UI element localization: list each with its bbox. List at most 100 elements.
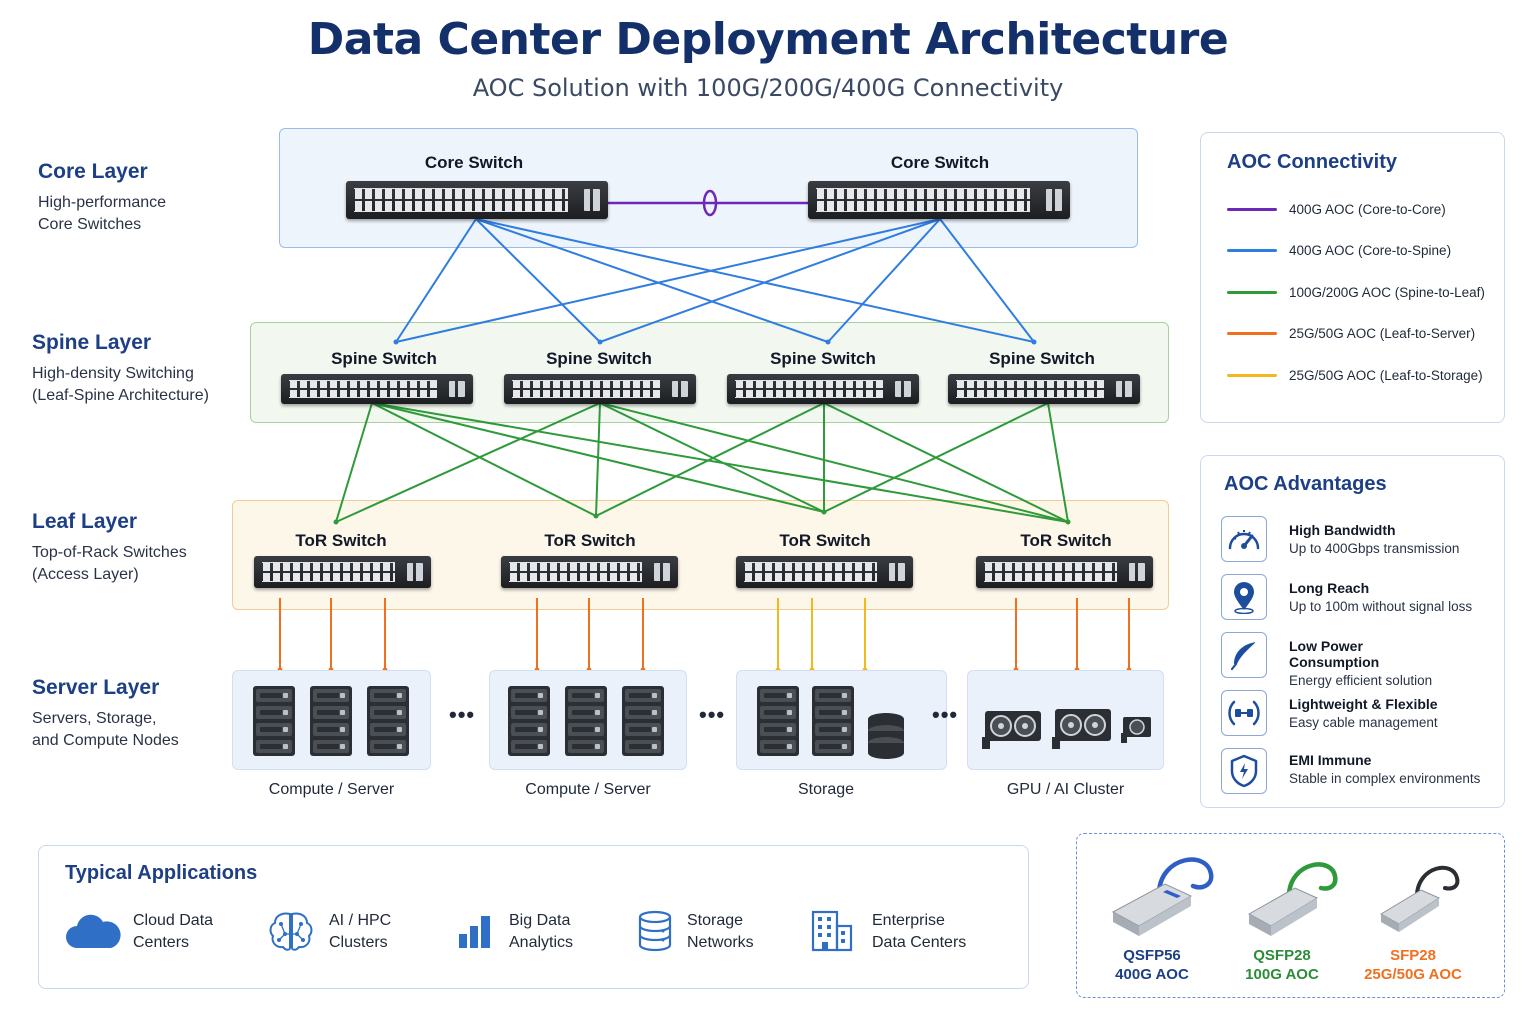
brain-icon [269, 912, 313, 951]
page-subtitle: AOC Solution with 100G/200G/400G Connect… [472, 74, 1064, 102]
application-label: Storage Networks [687, 912, 754, 951]
legend-label: 100G/200G AOC (Spine-to-Leaf) [1289, 285, 1485, 300]
advantage-desc: Stable in complex environments [1289, 771, 1481, 786]
server-layer-title: Server Layer [32, 676, 160, 699]
spine-layer-desc: High-density Switching (Leaf-Spine Archi… [32, 365, 209, 404]
advantage-title: EMI Immune [1289, 752, 1372, 768]
leaf-layer-title: Leaf Layer [32, 510, 138, 533]
spine-switch-label-4: Spine Switch [989, 349, 1095, 368]
application-item: Cloud Data Centers [65, 910, 213, 955]
qsfp56-module-icon [1111, 857, 1214, 936]
application-label: Cloud Data Centers [133, 912, 214, 951]
cloud-icon [66, 914, 121, 948]
shield-icon [1221, 748, 1267, 794]
spine-to-leaf-links [335, 402, 1069, 523]
sfp28-label: SFP28 25G/50G AOC [1364, 947, 1462, 983]
switch-ports [816, 188, 1030, 212]
advantage-title: High Bandwidth [1289, 522, 1396, 538]
spine-switch-label-1: Spine Switch [331, 349, 437, 368]
storage-disk-icon [868, 713, 904, 759]
advantage-item: Low Power Consumption Energy efficient s… [1221, 632, 1432, 688]
leaf-to-server-links [279, 598, 1130, 670]
ellipsis-3: ••• [932, 702, 959, 727]
advantage-item: Lightweight & Flexible Easy cable manage… [1221, 690, 1438, 736]
feather-icon [1221, 632, 1267, 678]
compute-server-label-1: Compute / Server [268, 781, 395, 798]
compute-server-label-2: Compute / Server [525, 781, 651, 798]
database-icon [638, 910, 672, 952]
advantage-item: High Bandwidth Up to 400Gbps transmissio… [1221, 516, 1459, 562]
switch-ports [512, 380, 660, 398]
building-icon [811, 910, 853, 952]
application-label: Big Data Analytics [509, 912, 574, 951]
tor-switch-3[interactable] [736, 556, 913, 588]
tor-switch-label-3: ToR Switch [779, 531, 871, 550]
spine-switch-1[interactable] [281, 374, 473, 404]
legend-line-core-to-core [1227, 208, 1277, 211]
management-ports [895, 381, 911, 397]
core-switch-2[interactable] [808, 181, 1070, 219]
tor-switch-label-2: ToR Switch [544, 531, 636, 550]
spine-switch-4[interactable] [948, 374, 1140, 404]
spine-switch-3[interactable] [727, 374, 919, 404]
core-switch-1[interactable] [346, 181, 608, 219]
switch-ports [354, 188, 568, 212]
gpu-ai-cluster-group[interactable] [967, 670, 1164, 770]
advantage-desc: Easy cable management [1289, 715, 1438, 730]
advantage-title: Low Power Consumption [1289, 638, 1380, 670]
advantage-desc: Energy efficient solution [1289, 673, 1433, 688]
aoc-advantages-panel: AOC Advantages High Bandwidth Up to 400G… [1200, 455, 1505, 808]
application-item: Big Data Analytics [457, 910, 573, 955]
qsfp28-module-icon [1247, 862, 1338, 936]
switch-ports [509, 562, 642, 582]
core-layer-desc: High-performance Core Switches [38, 194, 167, 233]
legend-line-leaf-to-server [1227, 332, 1277, 335]
spine-layer-title: Spine Layer [32, 331, 152, 354]
switch-ports [289, 380, 437, 398]
tor-switch-2[interactable] [501, 556, 678, 588]
server-rack-icon [622, 686, 664, 756]
application-item: AI / HPC Clusters [267, 910, 391, 957]
server-rack-icon [253, 686, 295, 756]
switch-ports [984, 562, 1117, 582]
legend-line-spine-to-leaf [1227, 291, 1277, 294]
sfp28-module-icon [1380, 865, 1460, 932]
advantage-title: Long Reach [1289, 580, 1370, 596]
switch-ports [735, 380, 883, 398]
advantage-desc: Up to 100m without signal loss [1289, 599, 1473, 614]
server-rack-icon [757, 686, 799, 756]
application-label: AI / HPC Clusters [329, 912, 392, 951]
server-rack-icon [367, 686, 409, 756]
transceiver-panel: QSFP56 400G AOC QSFP28 100G AOC SFP28 25… [1076, 833, 1505, 998]
compute-server-group-1[interactable] [232, 670, 431, 770]
legend-label: 400G AOC (Core-to-Core) [1289, 202, 1446, 217]
core-layer-label: Core Layer High-performance Core Switche… [38, 160, 166, 236]
core-to-spine-links [395, 218, 1035, 343]
compute-server-group-2[interactable] [489, 670, 687, 770]
management-ports [1129, 563, 1145, 581]
qsfp28-label: QSFP28 100G AOC [1245, 947, 1319, 983]
management-ports [1046, 189, 1062, 211]
advantage-item: Long Reach Up to 100m without signal los… [1221, 574, 1472, 620]
tor-switch-4[interactable] [976, 556, 1153, 588]
storage-group[interactable] [736, 670, 947, 770]
core-layer-title: Core Layer [38, 160, 148, 183]
advantage-desc: Up to 400Gbps transmission [1289, 541, 1460, 556]
spine-to-leaf-junctions [333, 509, 1071, 525]
management-ports [672, 381, 688, 397]
switch-ports [744, 562, 877, 582]
leaf-layer-label: Leaf Layer Top-of-Rack Switches (Access … [32, 510, 187, 586]
page-title: Data Center Deployment Architecture [307, 14, 1229, 65]
spine-switch-2[interactable] [504, 374, 696, 404]
location-pin-icon [1221, 574, 1267, 620]
flexible-cable-icon [1221, 690, 1267, 736]
aoc-connectivity-title: AOC Connectivity [1227, 151, 1398, 173]
spine-switch-label-3: Spine Switch [770, 349, 876, 368]
legend-label: 25G/50G AOC (Leaf-to-Storage) [1289, 368, 1483, 383]
gpu-card-icon [982, 709, 1151, 749]
legend-label: 400G AOC (Core-to-Spine) [1289, 243, 1452, 258]
server-rack-icon [310, 686, 352, 756]
tor-switch-1[interactable] [254, 556, 431, 588]
application-item: Enterprise Data Centers [810, 908, 966, 957]
qsfp56-label: QSFP56 400G AOC [1115, 947, 1189, 983]
